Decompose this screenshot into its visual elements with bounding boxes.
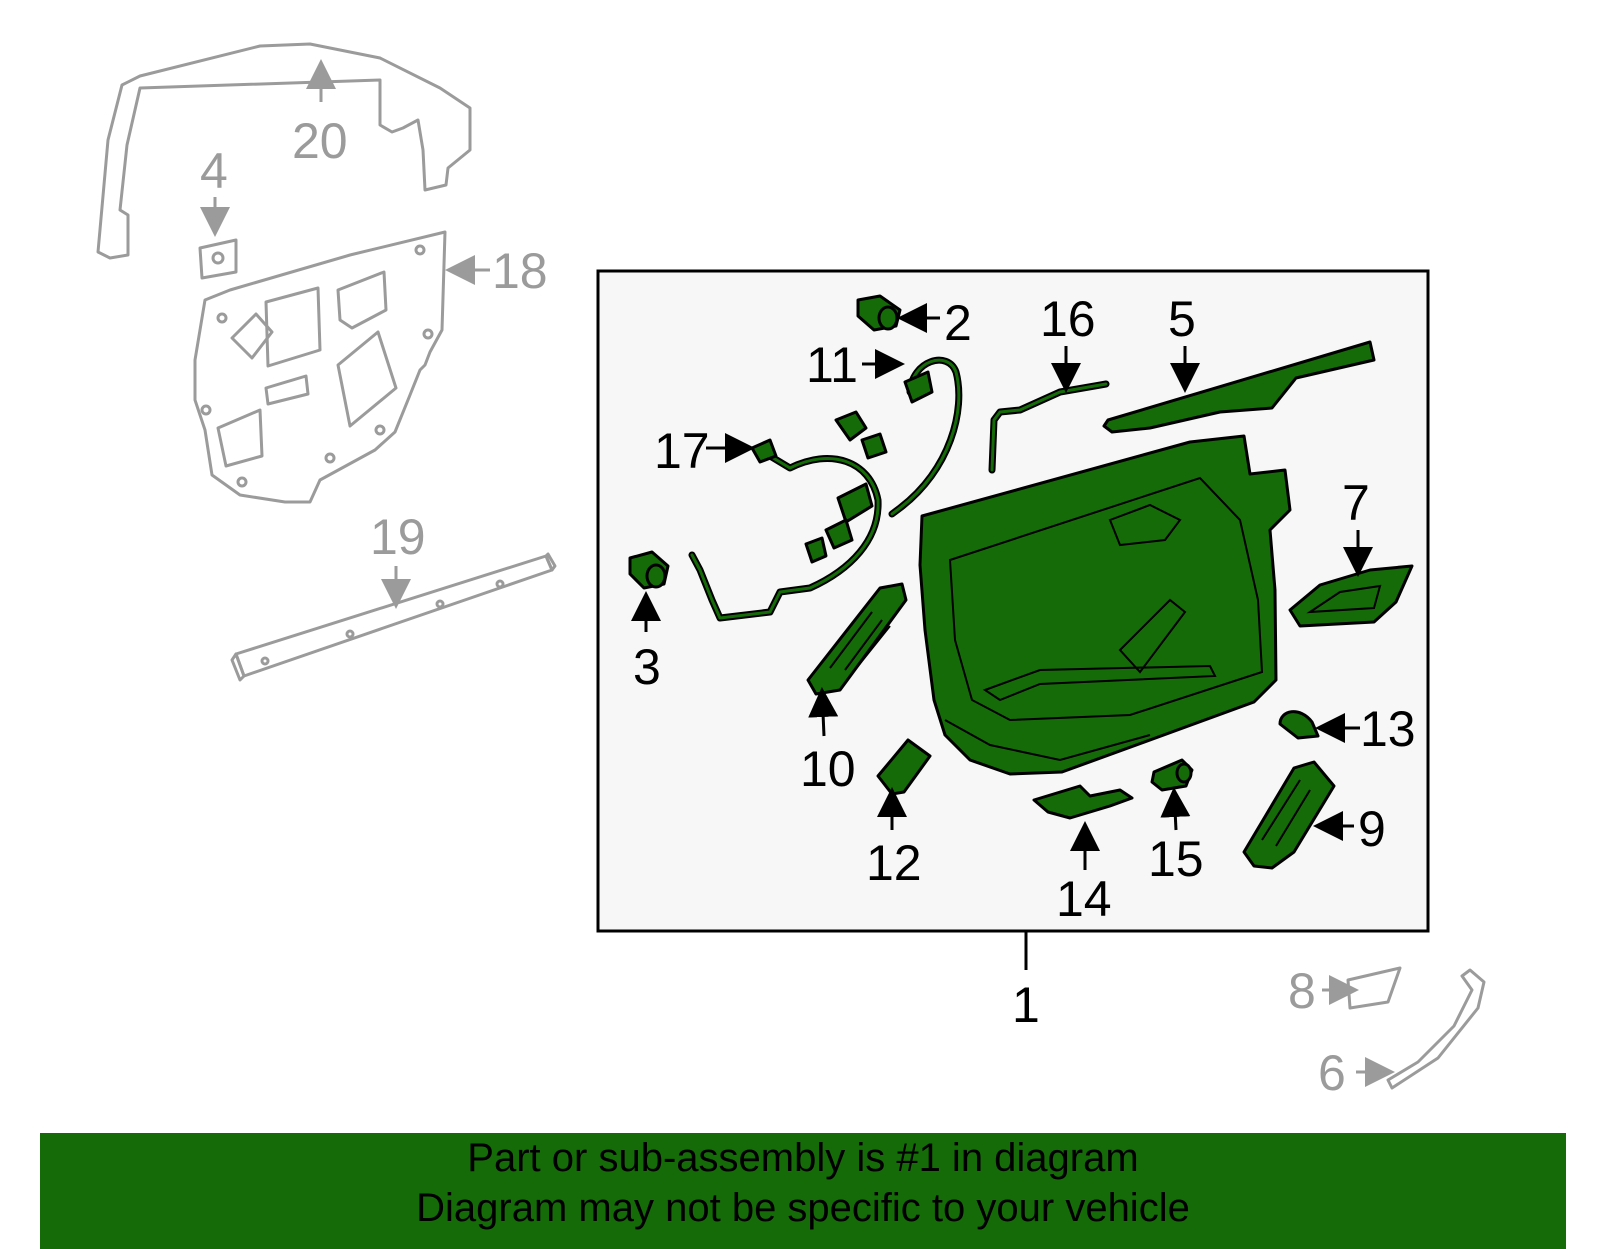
- callout-8: 8: [1288, 963, 1316, 1019]
- callout-3: 3: [633, 639, 661, 695]
- callout-9: 9: [1358, 801, 1386, 857]
- part-2-bulb: [856, 294, 902, 332]
- callout-13: 13: [1360, 701, 1416, 757]
- callout-arrows: [200, 59, 1395, 1087]
- callout-17: 17: [654, 423, 710, 479]
- part-8-bracket: [1346, 966, 1402, 1010]
- banner-line-1: Part or sub-assembly is #1 in diagram: [467, 1136, 1139, 1180]
- part-1-door-trim-panel: [918, 434, 1292, 776]
- callout-11: 11: [806, 337, 858, 393]
- part-11-wire-harness: [888, 356, 963, 518]
- part-4-clip: [198, 238, 238, 280]
- part-14-bracket: [1032, 784, 1134, 820]
- callout-5: 5: [1168, 291, 1196, 347]
- part-18-water-deflector: [193, 230, 447, 504]
- part-5-window-sill-trim: [1102, 340, 1376, 434]
- callout-12: 12: [866, 835, 922, 891]
- callout-20: 20: [292, 113, 348, 169]
- callout-15: 15: [1148, 831, 1204, 887]
- callout-4: 4: [200, 143, 228, 199]
- info-banner: Part or sub-assembly is #1 in diagram Di…: [40, 1133, 1566, 1249]
- banner-line-2: Diagram may not be specific to your vehi…: [416, 1186, 1190, 1230]
- part-19-sill-strip: [230, 552, 557, 682]
- callout-18: 18: [492, 243, 548, 299]
- part-17-wire-harness: [688, 410, 888, 622]
- part-3-bulb: [628, 550, 670, 590]
- part-7-handle-bezel: [1288, 564, 1414, 628]
- part-6-trim-strip: [1386, 968, 1486, 1090]
- callout-19: 19: [370, 509, 426, 565]
- callout-7: 7: [1342, 475, 1370, 531]
- callout-14: 14: [1056, 871, 1112, 927]
- callout-16: 16: [1040, 291, 1096, 347]
- callout-6: 6: [1318, 1045, 1346, 1101]
- part-20-window-frame: [96, 42, 472, 260]
- part-15-bulb: [1150, 758, 1194, 792]
- callout-2: 2: [944, 295, 972, 351]
- callout-1: 1: [1012, 977, 1040, 1033]
- callout-10: 10: [800, 741, 856, 797]
